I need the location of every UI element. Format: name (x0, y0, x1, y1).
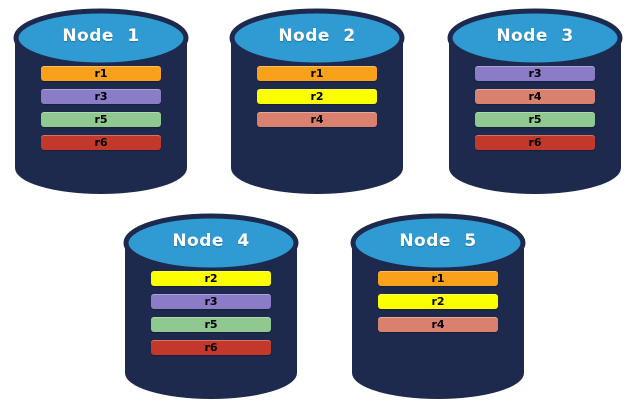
replica-bar-r6: r6 (475, 135, 595, 150)
replica-bar-r4: r4 (257, 112, 377, 127)
node-label: Node 4 (172, 231, 250, 251)
replica-list: r2 r3 r5 r6 (151, 271, 271, 363)
replica-bar-r5: r5 (41, 112, 161, 127)
replica-bar-r5: r5 (151, 317, 271, 332)
node-label: Node 2 (278, 26, 356, 46)
node-2-cylinder: Node 2 r1 r2 r4 (228, 7, 406, 196)
node-5-cylinder: Node 5 r1 r2 r4 (349, 212, 527, 401)
replica-list: r3 r4 r5 r6 (475, 66, 595, 158)
replica-bar-r4: r4 (378, 317, 498, 332)
node-4-cylinder: Node 4 r2 r3 r5 r6 (122, 212, 300, 401)
replica-bar-r1: r1 (41, 66, 161, 81)
replica-bar-r1: r1 (257, 66, 377, 81)
replica-bar-r1: r1 (378, 271, 498, 286)
replica-bar-r2: r2 (257, 89, 377, 104)
node-label: Node 1 (62, 26, 140, 46)
replica-bar-r3: r3 (41, 89, 161, 104)
replica-bar-r2: r2 (151, 271, 271, 286)
replica-list: r1 r2 r4 (378, 271, 498, 340)
node-3-cylinder: Node 3 r3 r4 r5 r6 (446, 7, 624, 196)
replica-bar-r6: r6 (41, 135, 161, 150)
replica-list: r1 r3 r5 r6 (41, 66, 161, 158)
replica-bar-r2: r2 (378, 294, 498, 309)
node-label: Node 3 (496, 26, 574, 46)
node-label: Node 5 (399, 231, 477, 251)
replica-bar-r4: r4 (475, 89, 595, 104)
replica-bar-r6: r6 (151, 340, 271, 355)
replica-bar-r3: r3 (475, 66, 595, 81)
replica-bar-r5: r5 (475, 112, 595, 127)
replica-list: r1 r2 r4 (257, 66, 377, 135)
node-1-cylinder: Node 1 r1 r3 r5 r6 (12, 7, 190, 196)
replica-bar-r3: r3 (151, 294, 271, 309)
